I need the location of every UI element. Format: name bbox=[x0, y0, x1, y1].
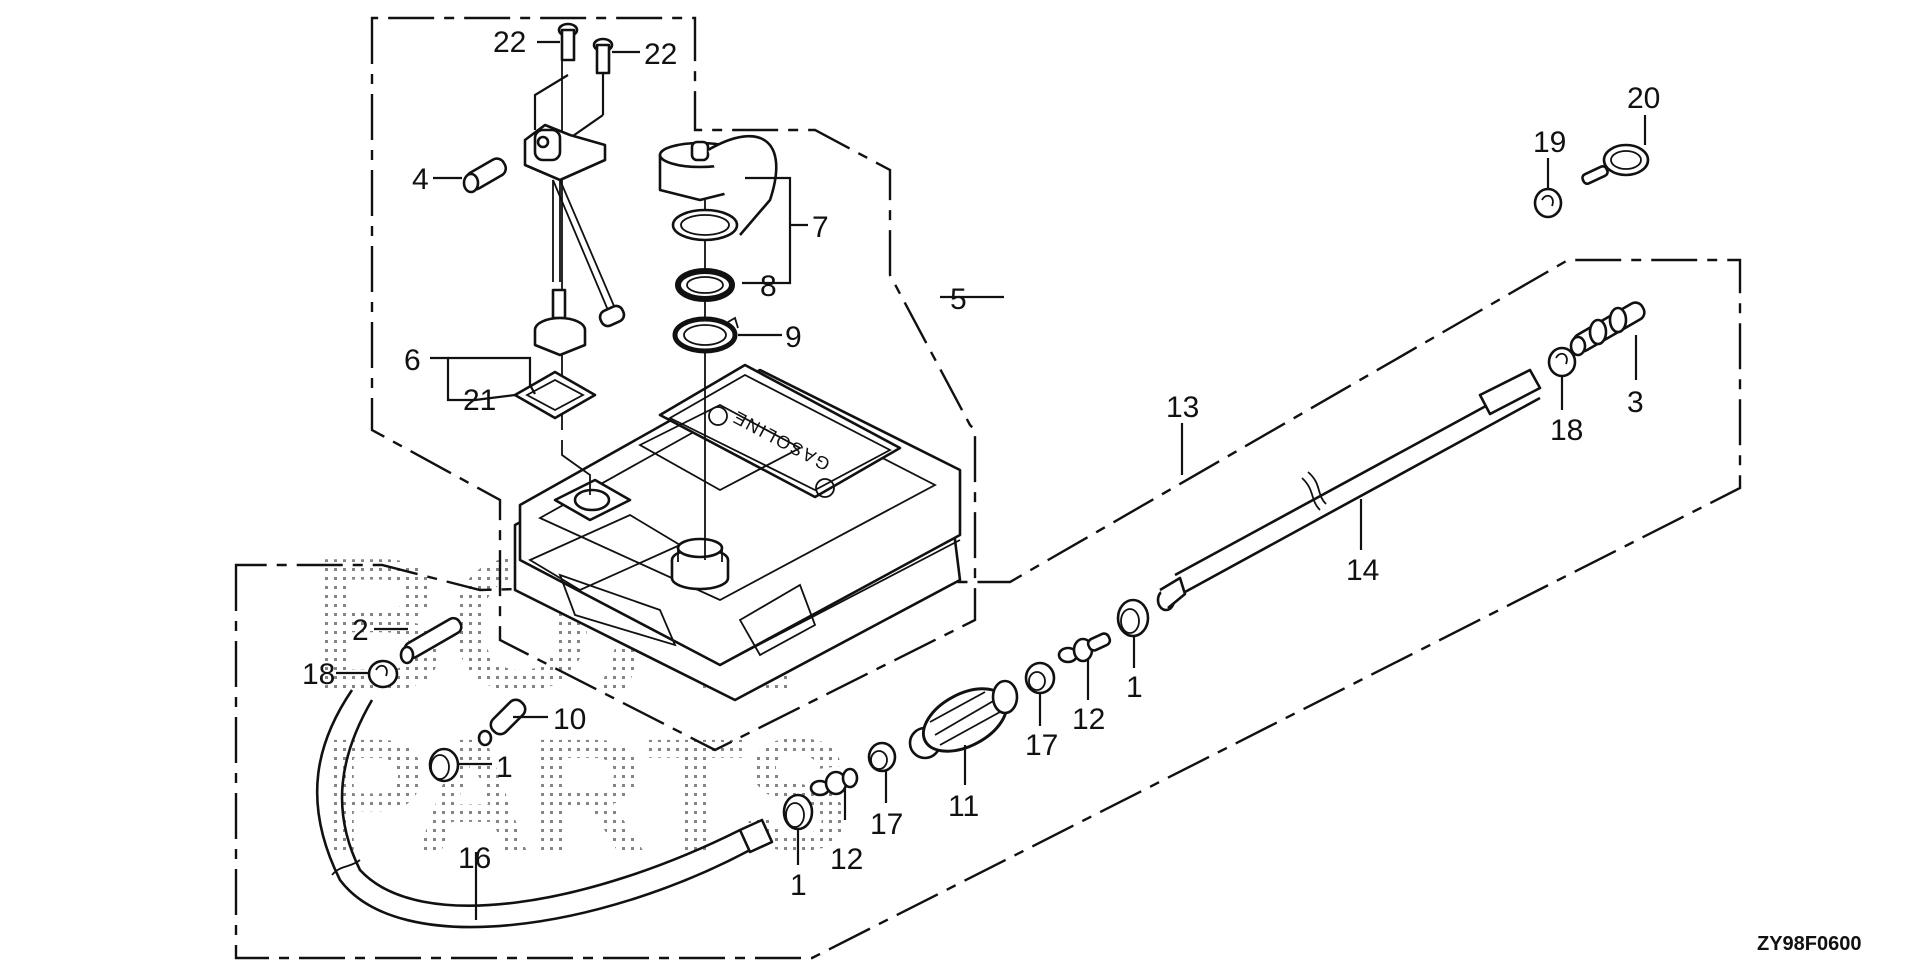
callout-22-a[interactable]: 22 bbox=[493, 26, 526, 59]
part-18-clip-right bbox=[1547, 346, 1577, 378]
part-1-clamp-left bbox=[428, 747, 460, 783]
part-11-primer-bulb bbox=[908, 679, 1019, 760]
part-21-gauge-gasket bbox=[513, 370, 597, 420]
part-20-connector-ring bbox=[1581, 143, 1650, 186]
callout-10[interactable]: 10 bbox=[553, 703, 586, 736]
part-17-clip-upper bbox=[1024, 661, 1056, 695]
group-boundary-fuel-line bbox=[234, 258, 1742, 960]
part-10-joint-fitting bbox=[477, 698, 527, 747]
callout-7[interactable]: 7 bbox=[812, 211, 829, 244]
callout-12[interactable]: 12 bbox=[830, 843, 863, 876]
callout-13[interactable]: 12 bbox=[1072, 703, 1105, 736]
callout-11[interactable]: 11 bbox=[948, 790, 979, 823]
part-22-screw-b bbox=[592, 37, 614, 75]
part-12-check-valve bbox=[809, 767, 859, 797]
part-22-screw-a bbox=[557, 22, 579, 62]
part-1-clamp-bottom bbox=[782, 793, 814, 831]
callout-6[interactable]: 6 bbox=[404, 344, 421, 377]
callout-8[interactable]: 8 bbox=[760, 270, 777, 303]
callout-18-a[interactable]: 18 bbox=[302, 658, 335, 691]
callouts: 22 22 4 7 8 5 9 6 21 13 14 18 3 19 20 2 … bbox=[302, 26, 1660, 902]
callout-16[interactable]: 16 bbox=[458, 842, 491, 875]
callout-14[interactable]: 13 bbox=[1166, 391, 1199, 424]
callout-21[interactable]: 21 bbox=[463, 384, 496, 417]
part-7-filler-cap bbox=[658, 134, 778, 242]
part-2-tank-joint bbox=[399, 616, 463, 665]
callout-1-b[interactable]: 1 bbox=[790, 869, 807, 902]
callout-19[interactable]: 19 bbox=[1533, 126, 1566, 159]
part-16-fuel-tube bbox=[315, 689, 774, 929]
callout-4[interactable]: 4 bbox=[412, 163, 429, 196]
callout-18-b[interactable]: 18 bbox=[1550, 414, 1583, 447]
callout-20[interactable]: 20 bbox=[1627, 82, 1660, 115]
part-3-fuel-connector bbox=[1569, 301, 1646, 357]
part-17-clip-lower bbox=[867, 741, 897, 773]
part-19-clip bbox=[1533, 187, 1563, 219]
callout-22-b[interactable]: 22 bbox=[644, 38, 677, 71]
callout-1-c[interactable]: 1 bbox=[1126, 671, 1143, 704]
group-boundary-tank-assembly bbox=[370, 16, 977, 752]
leader-lines bbox=[336, 40, 1647, 920]
watermark-line-2: PARTS bbox=[320, 705, 850, 884]
callout-17-b[interactable]: 17 bbox=[1025, 729, 1058, 762]
part-18-clip-left bbox=[367, 659, 399, 689]
part-9-filler-ring bbox=[672, 316, 739, 354]
part-4-vent-fitting bbox=[462, 157, 508, 194]
callout-9[interactable]: 9 bbox=[785, 321, 802, 354]
drawing-code: ZY98F0600 bbox=[1757, 933, 1862, 955]
part-13-check-valve bbox=[1057, 632, 1112, 664]
callout-15[interactable]: 14 bbox=[1346, 554, 1379, 587]
callout-1-a[interactable]: 1 bbox=[496, 751, 513, 784]
fuel-tank: GASOLINE bbox=[513, 363, 962, 702]
callout-2[interactable]: 2 bbox=[352, 614, 369, 647]
part-8-cap-gasket bbox=[675, 268, 735, 302]
callout-5[interactable]: 5 bbox=[950, 283, 967, 316]
part-15-fuel-tube bbox=[1156, 368, 1542, 612]
part-6-fuel-gauge bbox=[523, 123, 626, 357]
part-1-clamp-right bbox=[1116, 598, 1150, 638]
callout-17-a[interactable]: 17 bbox=[870, 808, 903, 841]
callout-3[interactable]: 3 bbox=[1627, 386, 1644, 419]
